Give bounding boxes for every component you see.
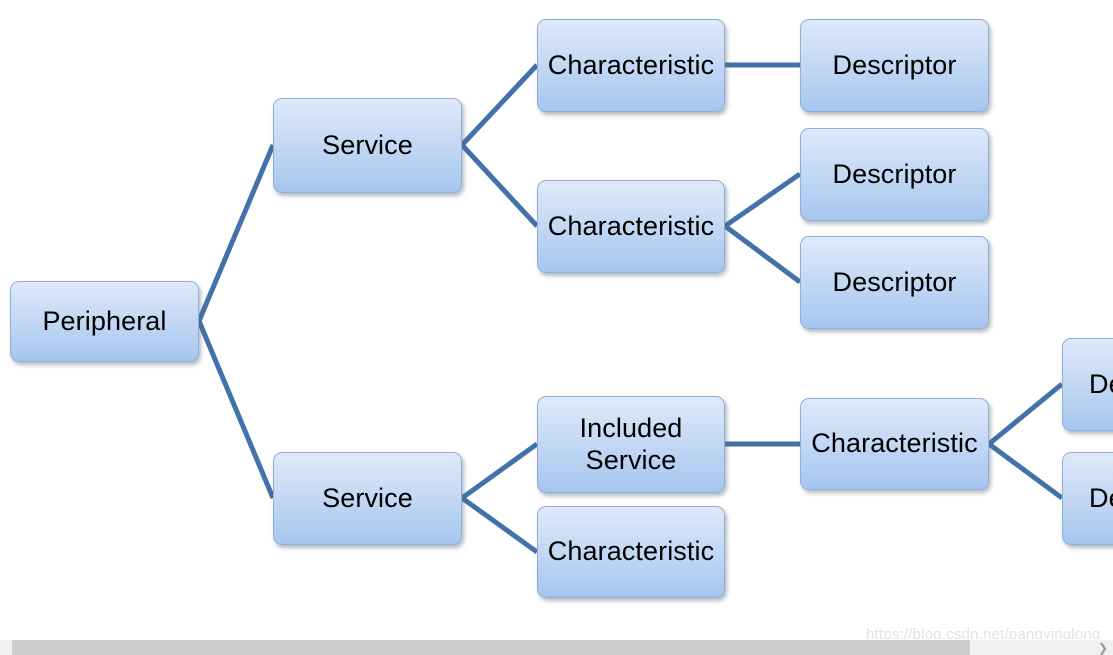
- horizontal-scrollbar[interactable]: ❯: [0, 639, 1113, 655]
- node-label: Descriptor: [832, 49, 957, 80]
- edge-char-3-to-descriptor-4: [987, 382, 1064, 446]
- node-label: Descriptor: [832, 266, 957, 297]
- node-service-bottom[interactable]: Service: [273, 452, 462, 545]
- node-char-3[interactable]: Characteristic: [800, 398, 989, 490]
- node-char-4[interactable]: Characteristic: [537, 506, 725, 598]
- edge-service-top-to-char-1: [460, 63, 539, 147]
- node-included-service[interactable]: Included Service: [537, 396, 725, 493]
- edge-service-top-to-char-2: [460, 143, 539, 228]
- node-label: Descriptor: [832, 158, 957, 189]
- node-label: Service: [322, 129, 413, 160]
- watermark-text: https://blog.csdn.net/pangyinglong: [866, 626, 1101, 643]
- node-label: Characteristic: [547, 49, 715, 80]
- edge-service-bottom-to-included-service: [460, 441, 539, 501]
- node-label: Included Service: [579, 412, 683, 475]
- node-descriptor-2[interactable]: Descriptor: [800, 128, 989, 221]
- edge-peripheral-to-service-top: [196, 144, 276, 322]
- node-descriptor-5[interactable]: Descriptor: [1062, 452, 1113, 545]
- node-char-1[interactable]: Characteristic: [537, 19, 725, 112]
- node-label: Characteristic: [547, 536, 715, 567]
- node-char-2[interactable]: Characteristic: [537, 180, 725, 273]
- node-label: Characteristic: [811, 428, 978, 459]
- node-peripheral[interactable]: Peripheral: [10, 281, 199, 362]
- edge-char-3-to-descriptor-5: [987, 441, 1064, 501]
- node-service-top[interactable]: Service: [273, 98, 462, 193]
- node-label: Service: [322, 482, 413, 513]
- node-descriptor-4[interactable]: Descriptor: [1062, 338, 1113, 431]
- node-label: Characteristic: [547, 210, 715, 241]
- node-descriptor-3[interactable]: Descriptor: [800, 236, 989, 329]
- node-descriptor-1[interactable]: Descriptor: [800, 19, 989, 112]
- edge-peripheral-to-service-bottom: [196, 320, 276, 499]
- edge-char-2-to-descriptor-2: [723, 171, 802, 229]
- horizontal-scrollbar-thumb[interactable]: [12, 640, 970, 655]
- scroll-right-arrow-icon[interactable]: ❯: [1097, 640, 1109, 655]
- node-label: Descriptor: [1089, 482, 1113, 513]
- edge-service-bottom-to-char-4: [460, 495, 539, 555]
- node-label: Peripheral: [42, 305, 167, 336]
- edge-char-2-to-descriptor-3: [723, 223, 802, 285]
- node-label: Descriptor: [1089, 368, 1113, 399]
